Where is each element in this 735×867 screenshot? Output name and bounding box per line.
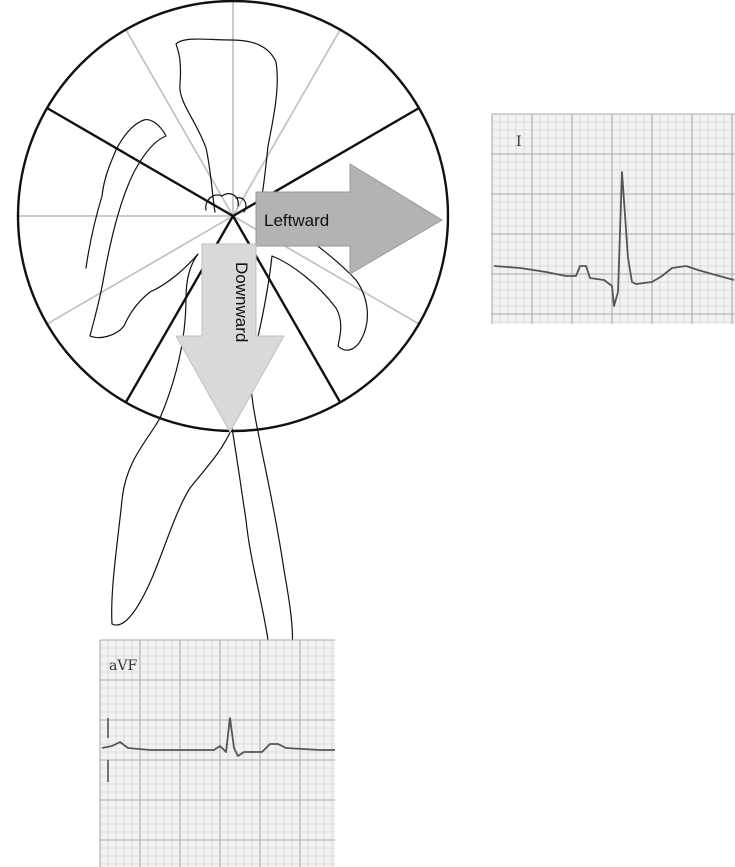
body-outline (85, 38, 368, 655)
leftward-arrow-shape (255, 163, 443, 275)
spoke-light (232, 29, 341, 217)
ecg-strip-lead-avf: aVF (99, 639, 335, 867)
downward-arrow-shape (175, 243, 285, 434)
ecg-strip-lead-i: I (491, 113, 735, 324)
downward-arrow: Downward (175, 243, 285, 434)
ecg-paper (100, 640, 335, 867)
spoke-light (46, 215, 234, 325)
lead-avf-trace (101, 717, 335, 757)
ecg-grid (99, 639, 335, 867)
leftward-label: Leftward (264, 211, 329, 230)
downward-label: Downward (232, 262, 251, 342)
spoke-light (125, 29, 234, 217)
lead-i-label: I (516, 134, 522, 150)
lead-avf-label: aVF (109, 658, 137, 674)
leftward-arrow: Leftward (255, 163, 443, 275)
lead-i-trace (493, 171, 735, 307)
